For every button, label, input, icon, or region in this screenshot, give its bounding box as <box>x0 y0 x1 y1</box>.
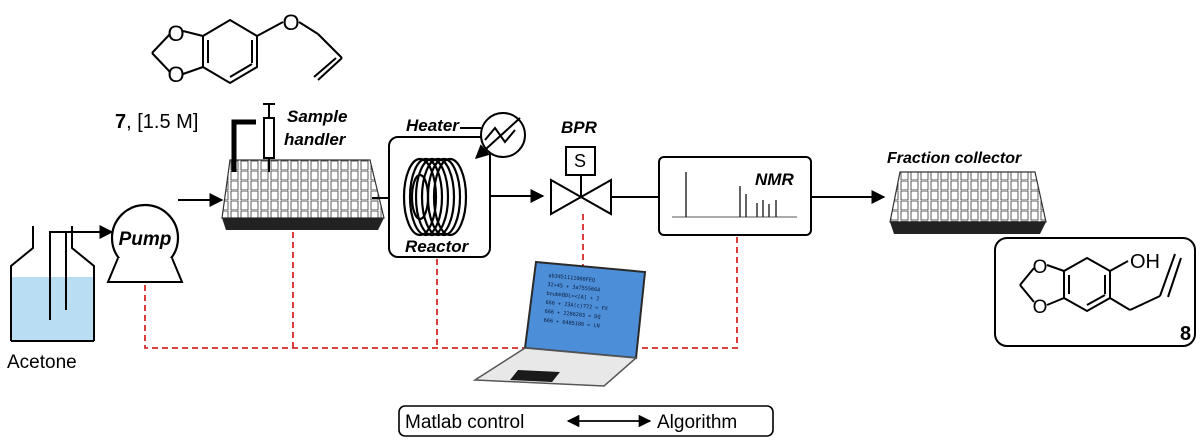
compound-8-label: 8 <box>1180 323 1191 345</box>
control-loop-box <box>398 405 774 437</box>
nmr-label: NMR <box>755 170 794 189</box>
nmr-spectrometer <box>658 156 812 236</box>
svg-text:32+45 + 3a755566A: 32+45 + 3a755566A <box>547 282 601 294</box>
oxygen-label: O <box>167 21 184 46</box>
laptop-icon <box>472 260 647 387</box>
fraction-collector-label: Fraction collector <box>887 150 1022 167</box>
pump-label: Pump <box>119 229 172 250</box>
sample-handler-label-line2: handler <box>284 130 347 149</box>
oxygen-label: O <box>282 10 299 35</box>
hydroxyl-label: OH <box>1130 251 1160 273</box>
svg-text:ab3451111000FEQ: ab3451111000FEQ <box>548 273 595 284</box>
heater-icon <box>460 112 526 159</box>
compound-7-label: 7, [1.5 M] <box>115 111 198 133</box>
acetone-label: Acetone <box>7 352 77 373</box>
sample-handler-label-line1: Sample <box>287 107 347 126</box>
control-network <box>144 214 738 349</box>
acetone-bottle <box>10 226 95 342</box>
heater-label: Heater <box>406 116 460 135</box>
reactor <box>388 136 491 258</box>
oxygen-label: O <box>1033 257 1048 278</box>
oxygen-label: O <box>167 62 184 87</box>
pump <box>106 203 184 283</box>
compound-8-box: O O <box>994 237 1196 347</box>
svg-text:666 + 0405186 = LN: 666 + 0405186 = LN <box>543 318 600 330</box>
oxygen-label: O <box>1033 297 1048 318</box>
fraction-collector-rack <box>889 171 1047 234</box>
bpr-symbol: S <box>574 151 586 171</box>
svg-text:bnubkBDL=<[A] + 2: bnubkBDL=<[A] + 2 <box>546 291 599 303</box>
algorithm-label: Algorithm <box>657 412 737 433</box>
compound-7-structure <box>151 18 343 85</box>
bpr-label: BPR <box>561 118 598 137</box>
matlab-control-label: Matlab control <box>405 412 524 433</box>
reactor-label: Reactor <box>405 237 470 256</box>
svg-text:666 + 2286203 = DQ: 666 + 2286203 = DQ <box>544 309 601 321</box>
sample-handler-rack <box>221 103 385 230</box>
